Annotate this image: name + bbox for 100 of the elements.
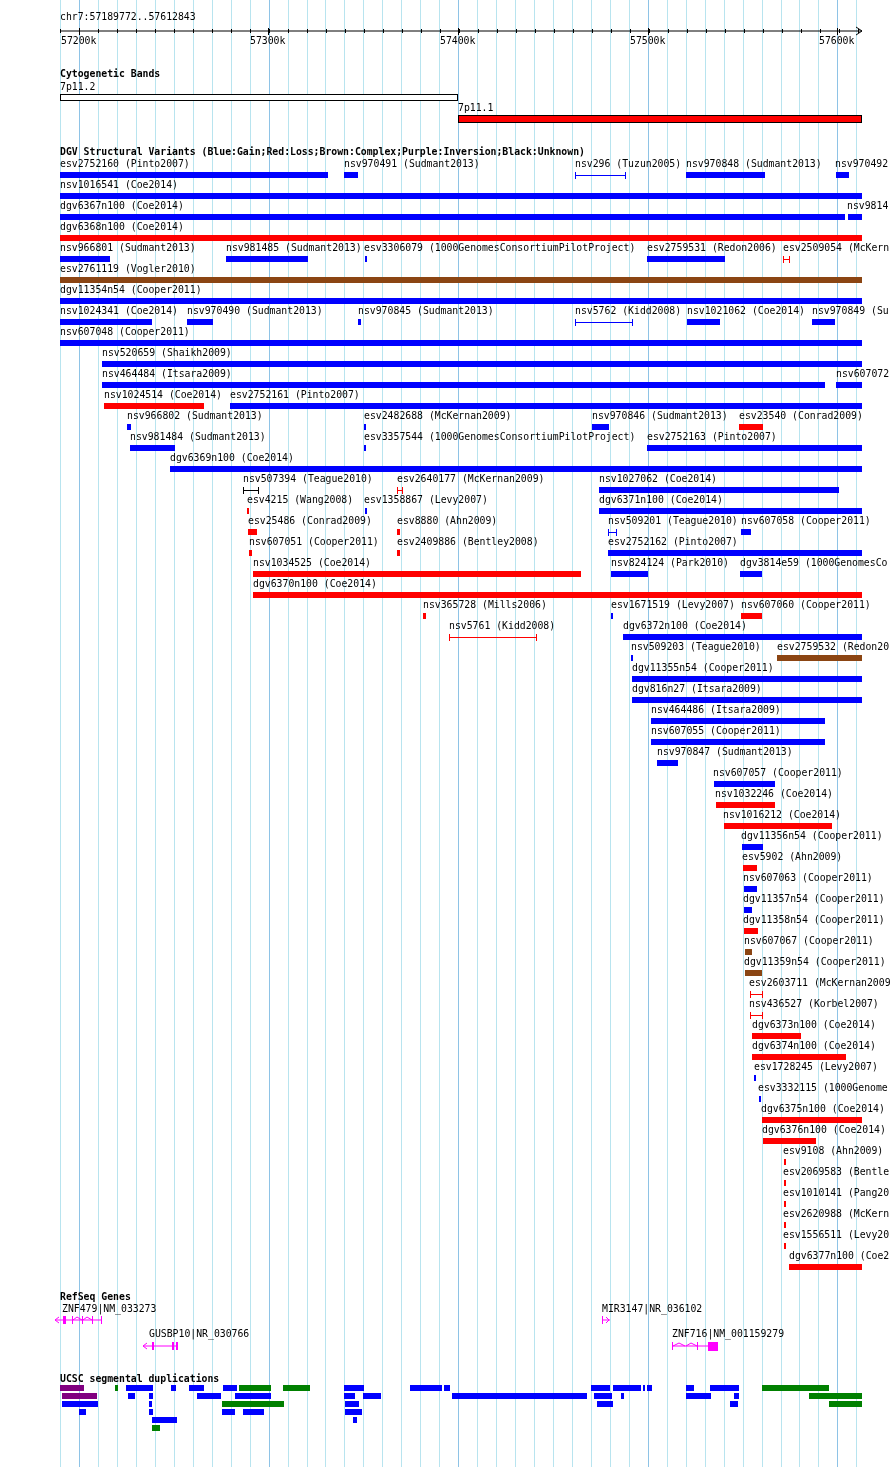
variant-label: nsv607063 (Cooper2011) <box>743 872 873 883</box>
variant-label: nsv966801 (Sudmant2013) <box>60 242 196 253</box>
variant-label: nsv981484 (Sudmant2013) <box>130 431 266 442</box>
variant-label: nsv970847 (Sudmant2013) <box>657 746 793 757</box>
variant-label: nsv607060 (Cooper2011) <box>741 599 871 610</box>
variant-label: esv1728245 (Levy2007) <box>754 1061 878 1072</box>
variant-label: esv1556511 (Levy20 <box>783 1229 890 1240</box>
variant-label: esv25486 (Conrad2009) <box>248 515 372 526</box>
variant-label: nsv970848 (Sudmant2013) <box>686 158 822 169</box>
variant-label: nsv607058 (Cooper2011) <box>741 515 871 526</box>
variant-label: nsv970849 (Su <box>812 305 889 316</box>
variant-label: esv2752163 (Pinto2007) <box>647 431 777 442</box>
variant-label: nsv607072 <box>836 368 890 379</box>
variant-label: esv5902 (Ahn2009) <box>742 851 843 862</box>
axis-tick-label: 57500k <box>630 35 666 46</box>
variant-label: esv23540 (Conrad2009) <box>739 410 863 421</box>
variant-label: nsv507394 (Teague2010) <box>243 473 373 484</box>
variant-label: nsv1034525 (Coe2014) <box>253 557 371 568</box>
variant-label: dgv11354n54 (Cooper2011) <box>60 284 202 295</box>
variant-label: dgv6374n100 (Coe2014) <box>752 1040 876 1051</box>
variant-label: nsv970492 <box>835 158 889 169</box>
variant-label: dgv6375n100 (Coe2014) <box>761 1103 885 1114</box>
variant-label: dgv6377n100 (Coe2 <box>789 1250 890 1261</box>
variant-label: dgv6376n100 (Coe2014) <box>762 1124 886 1135</box>
variant-label: nsv296 (Tuzun2005) <box>575 158 682 169</box>
variant-label: nsv970490 (Sudmant2013) <box>187 305 323 316</box>
variant-label: esv2761119 (Vogler2010) <box>60 263 196 274</box>
variant-label: nsv607057 (Cooper2011) <box>713 767 843 778</box>
variant-label: esv3357544 (1000GenomesConsortiumPilotProject) <box>364 431 636 442</box>
variant-label: nsv1016541 (Coe2014) <box>60 179 178 190</box>
variant-label: esv1358867 (Levy2007) <box>364 494 488 505</box>
axis-tick-label: 57600k <box>819 35 855 46</box>
variant-label: nsv520659 (Shaikh2009) <box>102 347 232 358</box>
axis-tick-label: 57200k <box>61 35 97 46</box>
variant-label: dgv3814e59 (1000GenomesCo <box>740 557 888 568</box>
variant-label: esv2603711 (McKernan2009 <box>749 977 890 988</box>
variant-label: nsv1016212 (Coe2014) <box>723 809 841 820</box>
gene-label: ZNF479|NM_033273 <box>62 1303 157 1314</box>
variant-label: nsv970846 (Sudmant2013) <box>592 410 728 421</box>
variant-label: nsv365728 (Mills2006) <box>423 599 547 610</box>
variant-label: dgv816n27 (Itsara2009) <box>632 683 762 694</box>
variant-label: dgv11356n54 (Cooper2011) <box>741 830 883 841</box>
variant-label: nsv1021062 (Coe2014) <box>687 305 805 316</box>
variant-label: dgv6372n100 (Coe2014) <box>623 620 747 631</box>
axis-tick-label: 57300k <box>250 35 286 46</box>
gene-label: GUSBP10|NR_030766 <box>149 1328 250 1339</box>
variant-label: nsv1032246 (Coe2014) <box>715 788 833 799</box>
variant-label: esv2752160 (Pinto2007) <box>60 158 190 169</box>
variant-label: esv2752161 (Pinto2007) <box>230 389 360 400</box>
variant-label: dgv6373n100 (Coe2014) <box>752 1019 876 1030</box>
variant-label: esv8880 (Ahn2009) <box>397 515 498 526</box>
variant-label: esv1010141 (Pang20 <box>783 1187 890 1198</box>
track-title: RefSeq Genes <box>60 1291 131 1302</box>
variant-label: esv2620988 (McKern <box>783 1208 890 1219</box>
variant-label: nsv5762 (Kidd2008) <box>575 305 682 316</box>
gene-label: ZNF716|NM_001159279 <box>672 1328 785 1339</box>
variant-label: nsv464486 (Itsara2009) <box>651 704 781 715</box>
variant-label: esv2759531 (Redon2006) <box>647 242 777 253</box>
variant-label: nsv966802 (Sudmant2013) <box>127 410 263 421</box>
variant-label: esv2759532 (Redon20 <box>777 641 890 652</box>
variant-label: nsv509203 (Teague2010) <box>631 641 761 652</box>
variant-label: nsv464484 (Itsara2009) <box>102 368 232 379</box>
variant-label: dgv11355n54 (Cooper2011) <box>632 662 774 673</box>
variant-label: esv2509054 (McKern <box>783 242 890 253</box>
variant-label: nsv970845 (Sudmant2013) <box>358 305 494 316</box>
variant-label: esv2069583 (Bentle <box>783 1166 890 1177</box>
gene-label: MIR3147|NR_036102 <box>602 1303 703 1314</box>
variant-label: esv9108 (Ahn2009) <box>783 1145 884 1156</box>
variant-label: nsv5761 (Kidd2008) <box>449 620 556 631</box>
variant-label: nsv607055 (Cooper2011) <box>651 725 781 736</box>
variant-label: nsv1024341 (Coe2014) <box>60 305 178 316</box>
variant-label: nsv1027062 (Coe2014) <box>599 473 717 484</box>
variant-label: esv3332115 (1000Genome <box>758 1082 888 1093</box>
variant-label: dgv6369n100 (Coe2014) <box>170 452 294 463</box>
variant-label: esv1671519 (Levy2007) <box>611 599 735 610</box>
variant-label: nsv607067 (Cooper2011) <box>744 935 874 946</box>
variant-label: dgv11357n54 (Cooper2011) <box>743 893 885 904</box>
variant-label: esv2482688 (McKernan2009) <box>364 410 512 421</box>
variant-label: nsv970491 (Sudmant2013) <box>344 158 480 169</box>
axis-tick-label: 57400k <box>440 35 476 46</box>
variant-label: nsv981485 (Sudmant2013) <box>226 242 362 253</box>
variant-label: nsv436527 (Korbel2007) <box>749 998 879 1009</box>
variant-label: dgv11358n54 (Cooper2011) <box>743 914 885 925</box>
band-label: 7p11.1 <box>458 102 494 113</box>
variant-label: nsv607048 (Cooper2011) <box>60 326 190 337</box>
variant-label: dgv6368n100 (Coe2014) <box>60 221 184 232</box>
band-label: 7p11.2 <box>60 81 96 92</box>
variant-label: esv2409886 (Bentley2008) <box>397 536 539 547</box>
variant-label: esv3306079 (1000GenomesConsortiumPilotProject) <box>364 242 636 253</box>
variant-label: dgv6367n100 (Coe2014) <box>60 200 184 211</box>
variant-label: esv2752162 (Pinto2007) <box>608 536 738 547</box>
variant-label: dgv6370n100 (Coe2014) <box>253 578 377 589</box>
variant-label: esv2640177 (McKernan2009) <box>397 473 545 484</box>
track-title: Cytogenetic Bands <box>60 68 161 79</box>
position-label: chr7:57189772..57612843 <box>60 11 196 22</box>
variant-label: nsv509201 (Teague2010) <box>608 515 738 526</box>
variant-label: nsv1024514 (Coe2014) <box>104 389 222 400</box>
variant-label: dgv11359n54 (Cooper2011) <box>744 956 886 967</box>
variant-label: nsv607051 (Cooper2011) <box>249 536 379 547</box>
variant-label: nsv9814 <box>847 200 889 211</box>
